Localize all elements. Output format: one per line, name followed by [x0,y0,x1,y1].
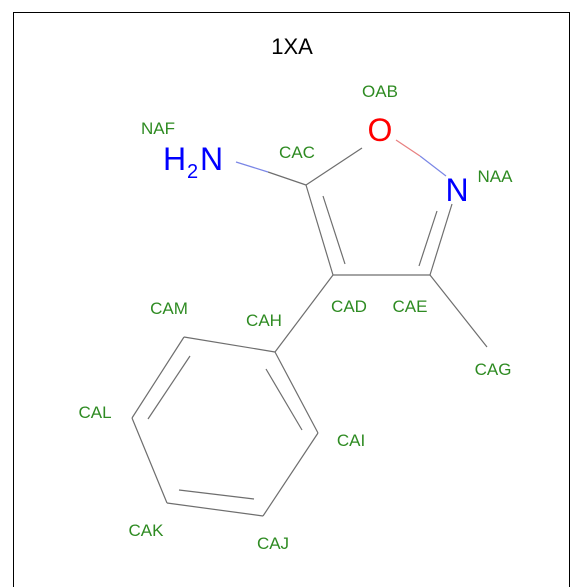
atom-names: OAB NAF CAC NAA CAD CAE CAM CAH CAG CAL … [78,82,513,553]
atom-amine-subscript: 2 [187,161,198,183]
bond-oab-naa-blue [419,155,447,177]
atom-amine-h: H [163,141,186,177]
bond-cam-cal [131,336,185,419]
bond-caj-cai [262,432,319,517]
bond-cad-cac [305,184,334,276]
name-naa: NAA [478,167,514,186]
name-cak: CAK [129,521,165,540]
bond-cal-cak [131,417,168,504]
atom-nitrogen-ring: N [445,172,468,208]
bond-cac-naf-blue [235,161,269,173]
bonds [131,139,488,517]
name-cag: CAG [475,360,512,379]
bond-cad-cah [274,274,334,353]
bond-naa-cae [429,203,453,276]
name-caj: CAJ [257,534,289,553]
atom-amine-n: N [200,141,223,177]
bond-cae-cag [429,274,488,348]
bond-naa-cae-inner [418,210,438,267]
name-naf: NAF [141,119,175,138]
bond-cai-cah-inner [265,368,303,431]
name-cac: CAC [279,143,315,162]
bond-cac-naf-grey [267,171,307,186]
bond-cam-cal-inner [147,355,191,420]
name-oab: OAB [362,82,398,101]
name-cad: CAD [331,297,367,316]
bond-cak-caj-inner [178,489,255,500]
atom-oxygen: O [368,112,393,148]
bond-cac-oab [305,147,363,186]
molecule-title: 1XA [271,34,313,59]
atom-amine-group: H 2 N [163,141,223,183]
bond-cak-caj [166,502,264,517]
bond-cai-cah [274,351,319,434]
name-cae: CAE [393,297,428,316]
bond-cad-cac-inner [322,195,346,265]
name-cai: CAI [337,431,365,450]
name-cam: CAM [150,299,188,318]
frame-border [13,12,570,587]
name-cal: CAL [78,403,111,422]
name-cah: CAH [246,311,282,330]
bond-oab-naa-red [395,139,421,157]
bond-cah-cam [183,336,276,353]
